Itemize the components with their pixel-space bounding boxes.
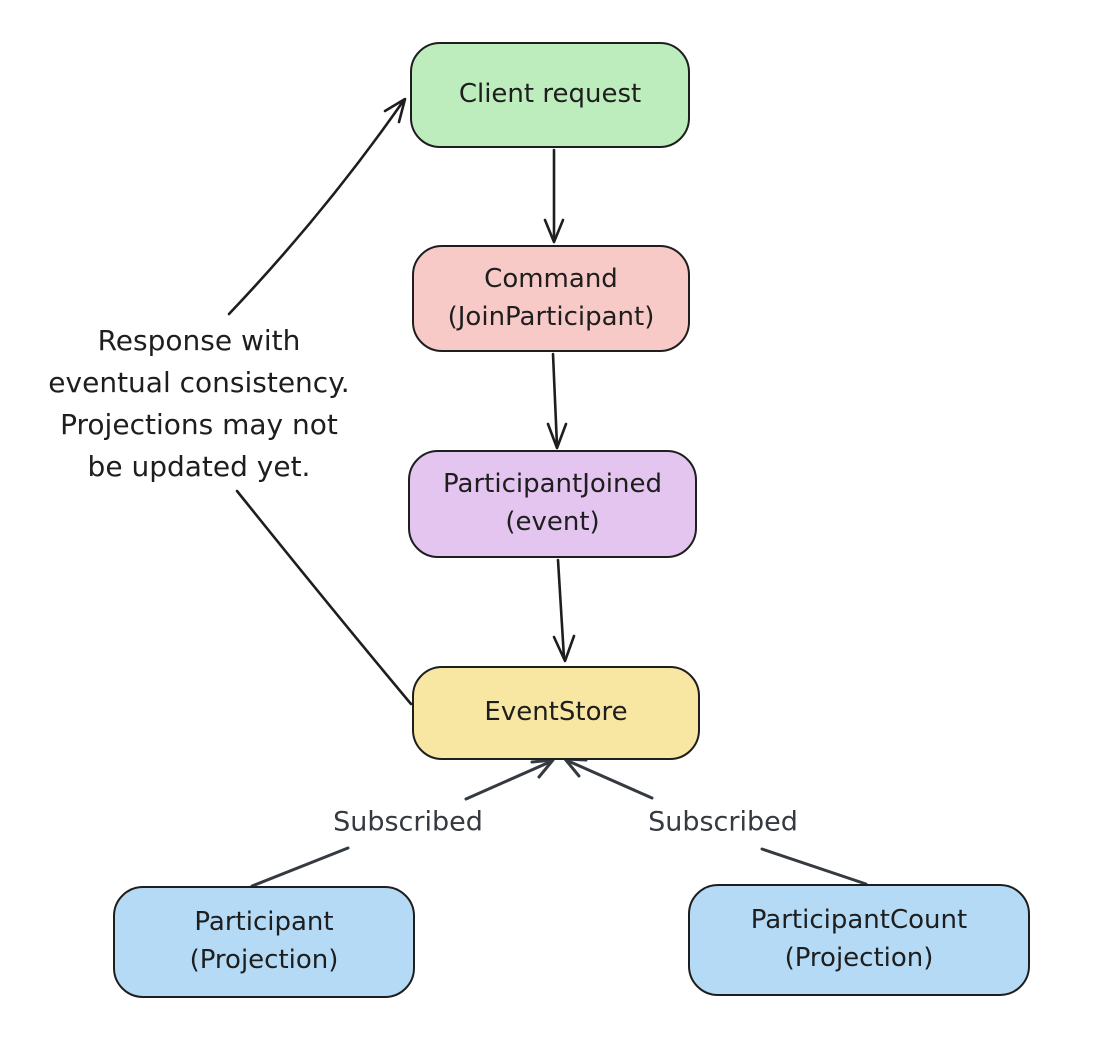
node-participant-count-projection-label-line1: ParticipantCount: [750, 905, 968, 936]
node-event-store: EventStore: [412, 666, 700, 760]
node-client-request: Client request: [410, 42, 690, 148]
subscribed-label-right: Subscribed: [648, 806, 798, 838]
node-participant-projection: Participant (Projection): [113, 886, 415, 998]
arrow-client-to-command: [543, 148, 565, 244]
flow-arrows: [227, 97, 576, 706]
arrow-subscribed-left: [250, 758, 555, 888]
node-command: Command (JoinParticipant): [412, 245, 690, 352]
node-participant-joined-label-line1: ParticipantJoined: [443, 469, 662, 500]
node-event-store-label: EventStore: [484, 697, 628, 728]
arrow-event-to-eventstore: [552, 558, 576, 663]
node-participant-count-projection-label-line2: (Projection): [784, 943, 934, 973]
node-participant-count-projection: ParticipantCount (Projection): [688, 884, 1030, 996]
node-participant-joined-label-line2: (event): [505, 507, 600, 537]
response-note-line1: Response with: [97, 324, 301, 357]
arrow-command-to-event: [546, 352, 568, 450]
response-note-line3: Projections may not: [60, 408, 338, 441]
arrow-response-curve: [227, 97, 413, 706]
response-note: Response with eventual consistency. Proj…: [24, 320, 374, 488]
subscribed-label-left: Subscribed: [333, 806, 483, 838]
node-participant-projection-label-line2: (Projection): [189, 945, 339, 975]
node-client-request-label: Client request: [458, 79, 642, 110]
node-command-label-line2: (JoinParticipant): [447, 301, 655, 332]
node-participant-joined: ParticipantJoined (event): [408, 450, 697, 558]
response-note-line2: eventual consistency.: [48, 366, 350, 399]
response-note-line4: be updated yet.: [87, 450, 311, 483]
node-command-label-line1: Command: [484, 263, 618, 294]
node-participant-projection-label-line1: Participant: [194, 907, 334, 938]
